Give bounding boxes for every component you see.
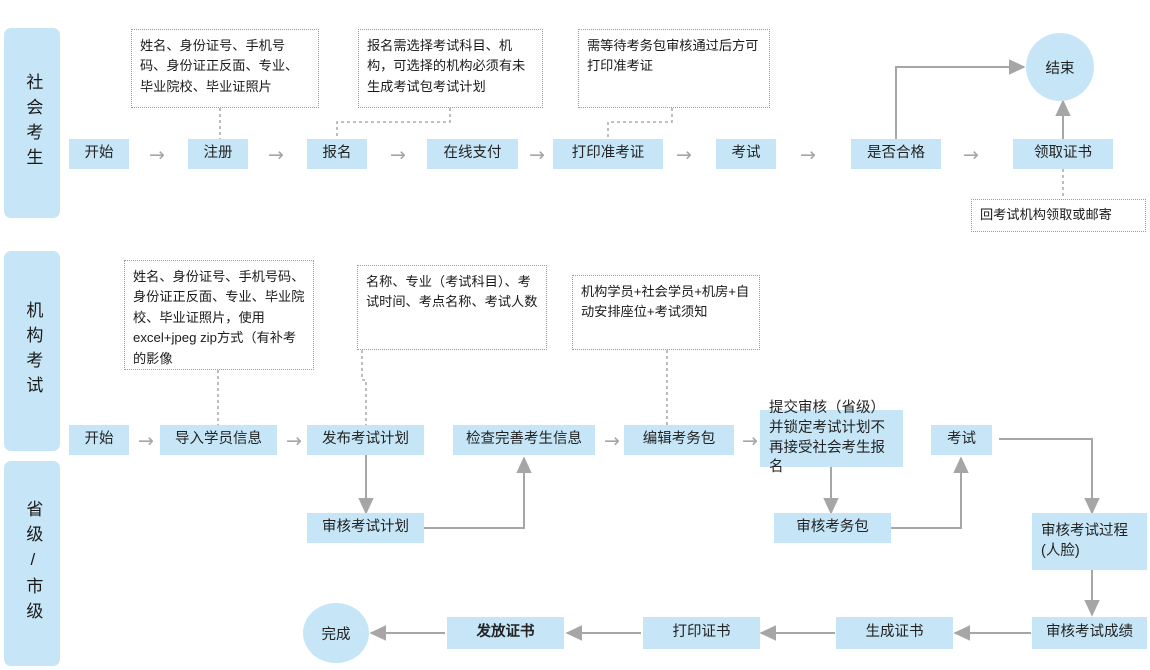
node-audit-pack-label: 审核考务包 — [796, 519, 869, 536]
note-publish-plan: 名称、专业（考试科目）、考试时间、考点名称、考试人数 — [357, 265, 547, 350]
lane-org: 机构考试 — [4, 251, 60, 451]
node-gen-cert-label: 生成证书 — [865, 624, 924, 641]
node-get-cert[interactable]: 领取证书 — [1013, 139, 1113, 169]
arrow-right-icon-2: → — [268, 144, 284, 166]
node-start-social[interactable]: 开始 — [69, 139, 129, 169]
node-import-students[interactable]: 导入学员信息 — [160, 425, 277, 455]
node-done-label: 完成 — [321, 626, 351, 643]
node-edit-pack[interactable]: 编辑考务包 — [624, 425, 734, 455]
node-start-org[interactable]: 开始 — [69, 425, 129, 455]
lane-province: 省级/市级 — [4, 461, 60, 666]
note-import-students: 姓名、身份证号、手机号码、身份证正反面、专业、毕业院校、毕业证照片，使用exce… — [124, 260, 314, 370]
node-start-social-label: 开始 — [84, 145, 114, 162]
node-exam-social-label: 考试 — [731, 145, 761, 162]
arrow-right-icon-7: → — [963, 144, 979, 166]
node-signup[interactable]: 报名 — [307, 139, 367, 169]
arrow-right-icon-1: → — [149, 144, 165, 166]
node-exam-org-label: 考试 — [947, 431, 976, 448]
node-audit-plan[interactable]: 审核考试计划 — [307, 513, 424, 543]
lane-province-label: 省级/市级 — [23, 500, 43, 627]
node-issue-cert[interactable]: 发放证书 — [447, 617, 564, 649]
node-publish-plan-label: 发布考试计划 — [322, 431, 409, 448]
node-audit-pack[interactable]: 审核考务包 — [774, 513, 891, 543]
node-audit-plan-label: 审核考试计划 — [322, 519, 409, 536]
node-signup-label: 报名 — [322, 145, 352, 162]
node-start-org-label: 开始 — [84, 431, 114, 448]
node-issue-cert-label: 发放证书 — [476, 624, 535, 641]
arrow-right-icon-3: → — [390, 144, 406, 166]
note-get-cert: 回考试机构领取或邮寄 — [971, 199, 1146, 232]
arrow-right-icon-6: → — [800, 144, 816, 166]
note-signup-text: 报名需选择考试科目、机构，可选择的机构必须有未生成考试包考试计划 — [367, 38, 526, 94]
arrow-right-icon-8: → — [138, 430, 154, 452]
node-print-ticket-label: 打印准考证 — [571, 145, 645, 162]
node-done-terminal[interactable]: 完成 — [303, 603, 369, 663]
arrow-right-icon-10: → — [604, 430, 620, 452]
arrow-right-icon-9: → — [286, 430, 302, 452]
note-print-ticket-text: 需等待考务包审核通过后方可打印准考证 — [587, 38, 759, 74]
node-end-terminal[interactable]: 结束 — [1026, 33, 1094, 101]
node-online-pay-label: 在线支付 — [443, 145, 502, 162]
node-online-pay[interactable]: 在线支付 — [427, 139, 518, 169]
note-print-ticket: 需等待考务包审核通过后方可打印准考证 — [578, 29, 770, 108]
node-print-ticket[interactable]: 打印准考证 — [553, 139, 663, 169]
note-edit-pack: 机构学员+社会学员+机房+自动安排座位+考试须知 — [572, 275, 760, 350]
note-import-students-text: 姓名、身份证号、手机号码、身份证正反面、专业、毕业院校、毕业证照片，使用exce… — [133, 269, 305, 366]
node-print-cert[interactable]: 打印证书 — [643, 617, 760, 649]
arrow-right-icon-11: → — [742, 430, 758, 452]
node-print-cert-label: 打印证书 — [672, 624, 731, 641]
note-publish-plan-text: 名称、专业（考试科目）、考试时间、考点名称、考试人数 — [366, 274, 538, 310]
lane-social-label: 社会考生 — [23, 73, 43, 173]
node-check-info[interactable]: 检查完善考生信息 — [453, 425, 595, 455]
note-get-cert-text: 回考试机构领取或邮寄 — [980, 207, 1112, 223]
node-import-students-label: 导入学员信息 — [175, 431, 262, 448]
node-submit-lock-label: 提交审核（省级）并锁定考试计划不再接受社会考生报名 — [769, 400, 885, 476]
lane-social: 社会考生 — [4, 28, 60, 218]
node-end-label: 结束 — [1045, 60, 1075, 77]
node-audit-process[interactable]: 审核考试过程(人脸) — [1032, 513, 1147, 570]
note-register-text: 姓名、身份证号、手机号码、身份证正反面、专业、毕业院校、毕业证照片 — [140, 38, 299, 94]
node-audit-process-label: 审核考试过程(人脸) — [1041, 522, 1128, 559]
node-audit-score-label: 审核考试成绩 — [1046, 624, 1133, 641]
arrow-right-icon-4: → — [529, 144, 545, 166]
node-exam-social[interactable]: 考试 — [716, 139, 776, 169]
node-get-cert-label: 领取证书 — [1034, 145, 1092, 162]
node-register-label: 注册 — [203, 145, 233, 162]
node-edit-pack-label: 编辑考务包 — [642, 431, 716, 448]
node-publish-plan[interactable]: 发布考试计划 — [307, 425, 424, 455]
node-qualified[interactable]: 是否合格 — [851, 139, 941, 169]
node-qualified-label: 是否合格 — [867, 145, 925, 162]
node-audit-score[interactable]: 审核考试成绩 — [1032, 617, 1147, 649]
node-register[interactable]: 注册 — [188, 139, 248, 169]
note-register: 姓名、身份证号、手机号码、身份证正反面、专业、毕业院校、毕业证照片 — [131, 29, 319, 108]
note-edit-pack-text: 机构学员+社会学员+机房+自动安排座位+考试须知 — [581, 284, 750, 320]
lane-org-label: 机构考试 — [23, 301, 43, 401]
node-submit-lock[interactable]: 提交审核（省级）并锁定考试计划不再接受社会考生报名 — [760, 400, 903, 475]
node-check-info-label: 检查完善考生信息 — [466, 431, 582, 448]
arrow-right-icon-5: → — [676, 144, 692, 166]
node-exam-org[interactable]: 考试 — [931, 425, 992, 455]
note-signup: 报名需选择考试科目、机构，可选择的机构必须有未生成考试包考试计划 — [358, 29, 543, 108]
node-gen-cert[interactable]: 生成证书 — [836, 617, 953, 649]
